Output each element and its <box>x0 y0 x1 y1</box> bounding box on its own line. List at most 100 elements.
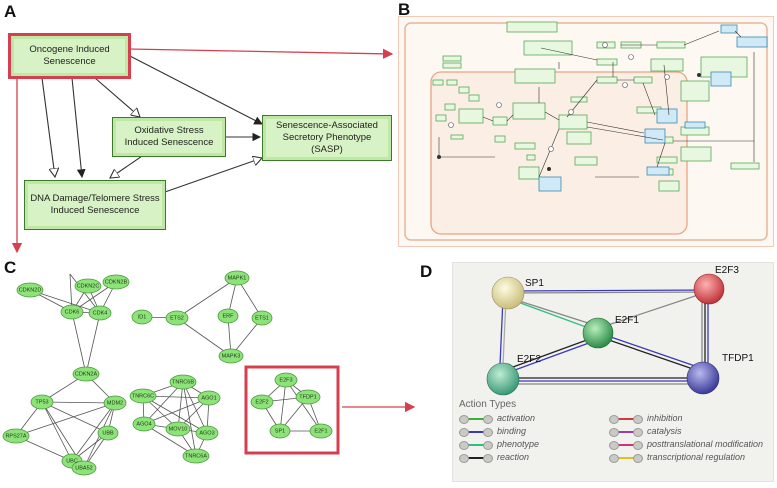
pathway-diagram <box>398 16 774 247</box>
gene-node-tfdp1 <box>295 389 321 405</box>
gene-node-id1 <box>131 309 153 325</box>
node-oncogene-induced-senescence: Oncogene Induced Senescence <box>8 33 131 79</box>
gene-node-tnrc6b <box>169 374 197 390</box>
gene-label-mov10: MOV10 <box>169 426 188 432</box>
node-label: Oncogene Induced Senescence <box>29 44 110 67</box>
legend-label: activation <box>497 413 536 423</box>
legend-item-transcriptional-regulation: transcriptional regulation <box>609 452 769 463</box>
gene-node-cdk4 <box>88 305 112 321</box>
gene-node-mdm2 <box>103 395 127 411</box>
protein-node-e2f1 <box>582 317 614 349</box>
legend-label: posttranslational modification <box>647 439 764 449</box>
legend-item-reaction: reaction <box>459 452 609 463</box>
gene-node-cdkn2b <box>102 274 130 290</box>
protein-label-tfdp1: TFDP1 <box>722 353 754 364</box>
gene-node-mapk3 <box>218 348 244 364</box>
gene-node-tnrc6a <box>182 448 210 464</box>
arrow-a-to-b <box>127 48 394 60</box>
gene-node-rps27a <box>2 428 30 444</box>
action-types-legend: Action Types activation inhibition bindi… <box>459 399 769 463</box>
gene-node-ets1 <box>251 310 273 326</box>
panel-c-networks: CDKN2C CDKN2B CDKN2D CDK6 CDK4 CDKN2A TP… <box>2 270 340 476</box>
legend-label: inhibition <box>647 413 683 423</box>
legend-item-activation: activation <box>459 413 609 424</box>
gene-label-cdkn2b: CDKN2B <box>105 279 128 285</box>
legend-item-binding: binding <box>459 426 609 437</box>
interaction-edges <box>499 289 712 385</box>
panel-label-b: B <box>398 0 411 19</box>
protein-label-sp1: SP1 <box>525 278 544 289</box>
node-oxidative-stress-senescence: Oxidative Stress Induced Senescence <box>112 117 226 157</box>
gene-label-tnrc6b: TNRC6B <box>172 379 194 385</box>
gene-label-cdkn2a: CDKN2A <box>75 371 98 377</box>
gene-label-mdm2: MDM2 <box>107 400 123 406</box>
pathway-diagram-graphic <box>404 21 768 241</box>
node-label: Oxidative Stress Induced Senescence <box>124 125 214 148</box>
gene-node-uba52 <box>71 460 97 476</box>
protein-label-e2f3: E2F3 <box>715 265 739 276</box>
panel-c-edges <box>15 273 322 469</box>
gene-node-ets2 <box>165 310 189 326</box>
node-label: DNA Damage/Telomere Stress Induced Senes… <box>30 193 160 216</box>
gene-node-tp53 <box>30 394 54 410</box>
gene-node-ago3 <box>195 425 219 441</box>
gene-node-cdkn2a <box>72 366 100 382</box>
interaction-network: SP1 E2F3 E2F1 E2F2 TFDP1 <box>486 265 754 396</box>
gene-node-e2f1 <box>309 423 333 439</box>
gene-label-ubc: UBC <box>66 458 78 464</box>
node-dna-damage-senescence: DNA Damage/Telomere Stress Induced Senes… <box>24 180 166 230</box>
selected-cluster-box <box>244 365 340 455</box>
legend-item-catalysis: catalysis <box>609 426 769 437</box>
gene-node-cdkn2d <box>16 282 44 298</box>
gene-label-ago3: AGO3 <box>199 430 214 436</box>
gene-label-id1: ID1 <box>138 314 147 320</box>
gene-label-tnrc6a: TNRC6A <box>185 453 207 459</box>
gene-node-cdk6 <box>60 304 84 320</box>
legend-label: binding <box>497 426 527 436</box>
legend-item-inhibition: inhibition <box>609 413 769 424</box>
legend-label: transcriptional regulation <box>647 452 746 462</box>
gene-label-mapk3: MAPK3 <box>222 353 241 359</box>
legend-item-posttranslational-modification: posttranslational modification <box>609 439 769 450</box>
gene-node-ago4 <box>132 416 156 432</box>
gene-label-mapk1: MAPK1 <box>228 275 247 281</box>
protein-node-e2f3 <box>693 273 725 305</box>
node-sasp: Senescence-Associated Secretory Phenotyp… <box>262 115 392 161</box>
legend-item-phenotype: phenotype <box>459 439 609 450</box>
panel-a-edges <box>41 54 262 193</box>
gene-node-mov10 <box>165 421 191 437</box>
gene-node-ago1 <box>197 390 221 406</box>
gene-label-cdkn2c: CDKN2C <box>77 283 100 289</box>
gene-label-uba52: UBA52 <box>75 465 92 471</box>
protein-label-e2f2: E2F2 <box>517 354 541 365</box>
gene-node-ubb <box>97 425 119 441</box>
gene-label-erf: ERF <box>223 313 235 319</box>
gene-label-ago4: AGO4 <box>136 421 151 427</box>
protein-node-tfdp1 <box>686 361 720 395</box>
gene-node-cdkn2c <box>74 278 102 294</box>
gene-label-e2f3: E2F3 <box>279 377 292 383</box>
interaction-network-panel: SP1 E2F3 E2F1 E2F2 TFDP1 Action Types ac… <box>452 262 774 482</box>
gene-label-sp1: SP1 <box>275 428 285 434</box>
gene-node-tnrc6c <box>129 388 157 404</box>
gene-label-tnrc6c: TNRC6C <box>132 393 154 399</box>
gene-label-tp53: TP53 <box>35 399 48 405</box>
gene-node-e2f2 <box>250 394 274 410</box>
panel-label-d: D <box>420 262 433 281</box>
panel-label-a: A <box>4 2 17 21</box>
legend-label: phenotype <box>497 439 540 449</box>
gene-label-ago1: AGO1 <box>201 395 216 401</box>
legend-label: catalysis <box>647 426 682 436</box>
gene-node-sp1 <box>269 423 291 439</box>
gene-label-cdk4: CDK4 <box>93 310 108 316</box>
legend-title: Action Types <box>459 399 517 410</box>
gene-label-ets1: ETS1 <box>255 315 269 321</box>
gene-label-e2f1: E2F1 <box>314 428 327 434</box>
legend-label: reaction <box>497 452 530 462</box>
panel-label-c: C <box>4 258 17 277</box>
protein-node-e2f2 <box>486 362 520 396</box>
protein-label-e2f1: E2F1 <box>615 315 639 326</box>
node-label: Senescence-Associated Secretory Phenotyp… <box>276 120 378 155</box>
gene-node-erf <box>217 308 239 324</box>
